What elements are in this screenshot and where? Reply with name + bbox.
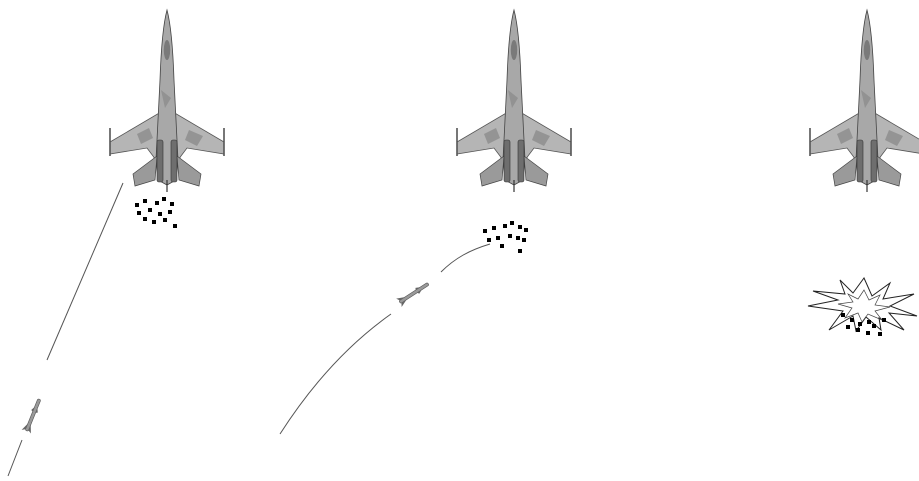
flare-decoy-icon [483,229,487,233]
flare-decoy-icon [872,324,876,328]
flare-decoy-icon [143,217,147,221]
flare-decoy-icon [856,328,860,332]
flare-decoy-icon [516,236,520,240]
panel-3 [808,10,919,336]
flare-decoy-icon [503,224,507,228]
flare-decoy-icon [508,234,512,238]
flare-decoy-icon [858,322,862,326]
fighter-jet-icon [810,10,919,192]
flare-decoy-icon [841,313,845,317]
missile-icon [396,280,431,307]
flare-decoy-icon [846,325,850,329]
flare-decoy-icon [500,244,504,248]
panel-1 [8,10,224,476]
flare-decoy-icon [492,226,496,230]
flare-decoy-icon [867,320,871,324]
flare-decoy-icon [496,236,500,240]
flare-decoy-icon [163,218,167,222]
flare-decoy-icon [850,318,854,322]
flare-decoy-icon [173,224,177,228]
missile-trail [8,440,22,476]
flare-decoy-icon [152,220,156,224]
flare-decoy-icon [143,199,147,203]
flare-decoy-icon [168,210,172,214]
explosion-icon [808,278,917,331]
flare-decoy-icon [878,332,882,336]
flare-decoy-icon [487,238,491,242]
flare-decoy-icon [148,208,152,212]
flare-decoy-icon [518,249,522,253]
flare-decoy-icon [158,212,162,216]
flare-decoy-icon [518,225,522,229]
flare-decoy-icon [866,331,870,335]
flare-decoy-icon [155,201,159,205]
flare-decoy-icon [524,228,528,232]
missile-trail [441,244,490,272]
missile-trail [47,183,123,360]
flare-decoy-icon [510,221,514,225]
flare-decoy-icon [162,197,166,201]
flare-decoy-icon [522,238,526,242]
flare-decoy-icon [170,202,174,206]
flare-cluster [135,197,177,228]
flare-decoy-icon [137,211,141,215]
flare-decoy-icon [135,203,139,207]
fighter-jet-icon [457,10,571,192]
panel-2 [280,10,571,434]
flare-decoy-icon [882,318,886,322]
fighter-jet-icon [110,10,224,192]
missile-trail [280,314,391,434]
missile-icon [22,397,44,433]
flare-cluster [483,221,528,253]
